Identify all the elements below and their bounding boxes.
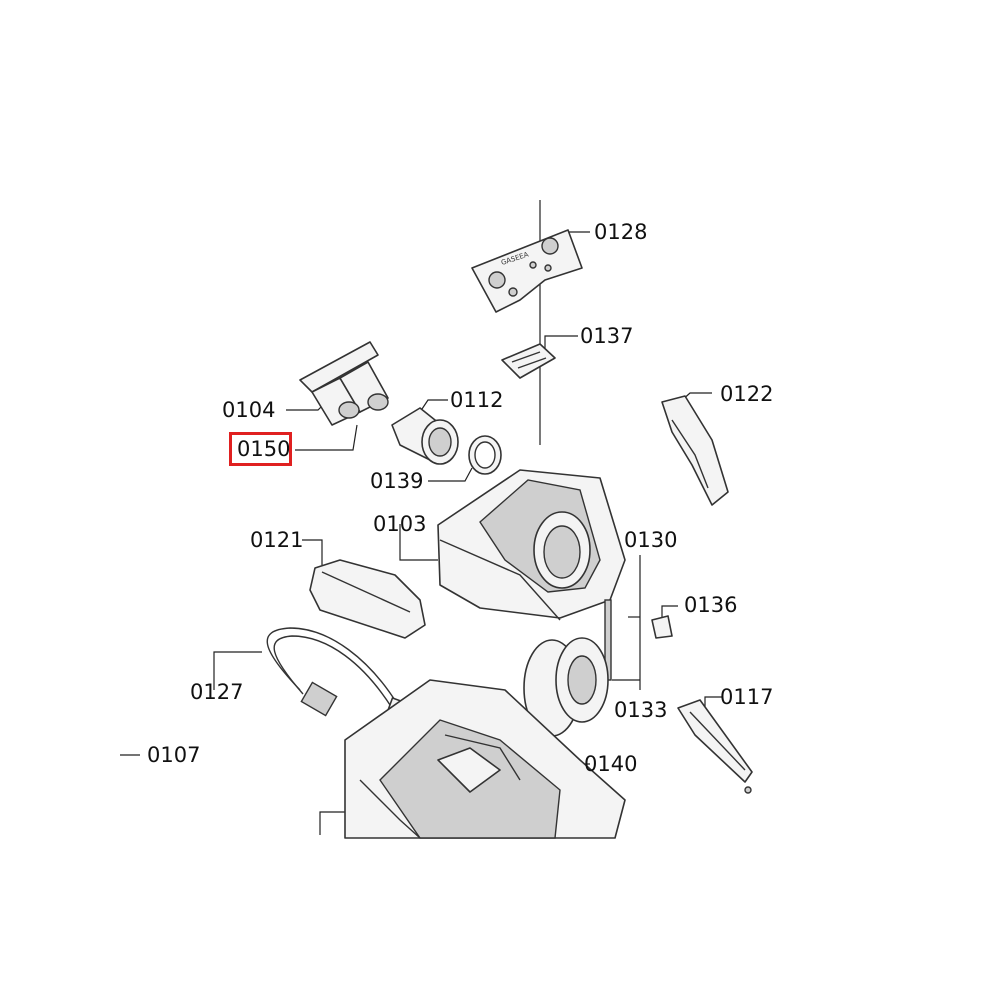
part-motor-assembly (523, 637, 609, 737)
part-label-0122[interactable]: 0122 (720, 382, 774, 406)
part-label-0112[interactable]: 0112 (450, 388, 504, 412)
part-label-0117[interactable]: 0117 (720, 685, 774, 709)
part-label-0140[interactable]: 0140 (584, 752, 638, 776)
part-control-panel: GASEEA (471, 229, 583, 313)
part-label-0107[interactable]: 0107 (147, 743, 201, 767)
part-cable-guide (677, 699, 753, 794)
part-top-housing (437, 469, 626, 621)
part-power-cord (266, 627, 407, 717)
part-label-0104[interactable]: 0104 (222, 398, 276, 422)
part-label-0127[interactable]: 0127 (190, 680, 244, 704)
part-clip (651, 615, 673, 639)
part-filter-holder (299, 341, 389, 426)
part-label-0137[interactable]: 0137 (580, 324, 634, 348)
part-handle-cover (661, 395, 729, 506)
leader-lines (120, 200, 722, 835)
part-label-0150[interactable]: 0150 (237, 437, 291, 461)
part-label-0128[interactable]: 0128 (594, 220, 648, 244)
part-label-0121[interactable]: 0121 (250, 528, 304, 552)
part-label-0130[interactable]: 0130 (624, 528, 678, 552)
part-base-chassis (344, 679, 626, 839)
part-seal-ring (468, 435, 502, 475)
part-label-0136[interactable]: 0136 (684, 593, 738, 617)
part-circuit-board (501, 343, 556, 379)
part-label-0133[interactable]: 0133 (614, 698, 668, 722)
part-front-cover (309, 559, 426, 639)
selected-part-highlight (229, 432, 292, 466)
part-hose-socket (391, 407, 459, 465)
part-label-0139[interactable]: 0139 (370, 469, 424, 493)
part-label-0103[interactable]: 0103 (373, 512, 427, 536)
